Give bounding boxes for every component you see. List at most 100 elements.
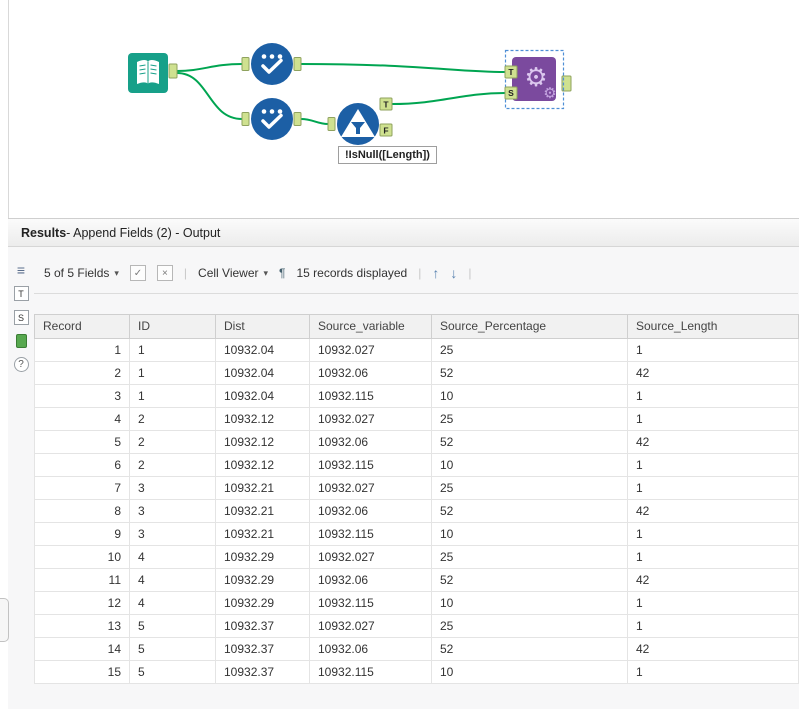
table-cell[interactable]: 10932.12 (215, 407, 310, 431)
table-cell[interactable]: 42 (627, 637, 799, 661)
connection-filter-t-to-append-s[interactable] (391, 92, 506, 105)
table-cell[interactable]: 10 (431, 453, 628, 477)
table-cell[interactable]: 10932.04 (215, 338, 310, 362)
table-cell[interactable]: 14 (34, 637, 130, 661)
table-cell[interactable]: 10 (431, 660, 628, 684)
table-cell[interactable]: 15 (34, 660, 130, 684)
table-cell[interactable]: 1 (627, 614, 799, 638)
workflow-canvas[interactable]: T F ⚙ ⚙ T S !IsNull([Length]) (0, 0, 799, 218)
table-cell[interactable]: 10932.06 (309, 499, 432, 523)
deselect-fields-icon[interactable]: × (156, 265, 173, 281)
table-cell[interactable]: 42 (627, 361, 799, 385)
table-cell[interactable]: 10932.21 (215, 476, 310, 500)
table-cell[interactable]: 1 (129, 361, 216, 385)
table-cell[interactable]: 52 (431, 637, 628, 661)
column-header-source_variable[interactable]: Source_variable (309, 314, 432, 339)
table-cell[interactable]: 2 (129, 430, 216, 454)
input-output-anchor[interactable] (168, 63, 178, 79)
table-cell[interactable]: 1 (627, 591, 799, 615)
table-cell[interactable]: 10932.21 (215, 522, 310, 546)
table-cell[interactable]: 10932.04 (215, 361, 310, 385)
table-cell[interactable]: 10932.027 (309, 545, 432, 569)
append-target-anchor[interactable] (504, 65, 518, 79)
table-cell[interactable]: 10932.027 (309, 338, 432, 362)
select1-input-anchor[interactable] (241, 57, 250, 71)
table-cell[interactable]: 25 (431, 545, 628, 569)
table-cell[interactable]: 10932.04 (215, 384, 310, 408)
table-cell[interactable]: 5 (129, 614, 216, 638)
table-cell[interactable]: 7 (34, 476, 130, 500)
input-anchor-t-button[interactable]: T (13, 286, 29, 301)
filter-input-anchor[interactable] (327, 117, 336, 131)
table-cell[interactable]: 10932.29 (215, 545, 310, 569)
table-cell[interactable]: 1 (627, 453, 799, 477)
annotation-box[interactable]: !IsNull([Length]) (338, 146, 437, 164)
table-cell[interactable]: 6 (34, 453, 130, 477)
table-cell[interactable]: 10 (34, 545, 130, 569)
table-cell[interactable]: 10932.21 (215, 499, 310, 523)
tool-append-fields[interactable]: ⚙ ⚙ T S (504, 49, 565, 110)
table-cell[interactable]: 12 (34, 591, 130, 615)
table-cell[interactable]: 5 (129, 637, 216, 661)
pilcrow-icon[interactable]: ¶ (279, 266, 286, 280)
table-cell[interactable]: 42 (627, 499, 799, 523)
table-cell[interactable]: 10932.06 (309, 637, 432, 661)
filter-true-anchor[interactable] (379, 97, 393, 111)
column-header-id[interactable]: ID (129, 314, 216, 339)
table-cell[interactable]: 10932.115 (309, 591, 432, 615)
table-cell[interactable]: 10932.12 (215, 453, 310, 477)
connection-select1-to-append-t[interactable] (300, 63, 506, 73)
table-cell[interactable]: 1 (34, 338, 130, 362)
table-cell[interactable]: 1 (627, 407, 799, 431)
table-cell[interactable]: 25 (431, 407, 628, 431)
table-cell[interactable]: 1 (627, 545, 799, 569)
select-all-fields-icon[interactable]: ✓ (129, 265, 146, 281)
column-header-source_percentage[interactable]: Source_Percentage (431, 314, 628, 339)
table-cell[interactable]: 5 (129, 660, 216, 684)
append-source-anchor[interactable] (504, 86, 518, 100)
column-header-dist[interactable]: Dist (215, 314, 310, 339)
select2-input-anchor[interactable] (241, 112, 250, 126)
table-cell[interactable]: 4 (34, 407, 130, 431)
table-cell[interactable]: 10932.29 (215, 568, 310, 592)
table-cell[interactable]: 11 (34, 568, 130, 592)
arrow-down-icon[interactable]: ↓ (450, 265, 458, 281)
column-header-source_length[interactable]: Source_Length (627, 314, 799, 339)
connection-input-to-select2[interactable] (176, 72, 243, 120)
help-icon[interactable]: ? (13, 357, 29, 372)
table-cell[interactable]: 10932.37 (215, 637, 310, 661)
table-cell[interactable]: 9 (34, 522, 130, 546)
table-cell[interactable]: 25 (431, 476, 628, 500)
tool-input-data[interactable] (128, 53, 168, 93)
table-cell[interactable]: 10932.06 (309, 568, 432, 592)
table-cell[interactable]: 52 (431, 430, 628, 454)
table-cell[interactable]: 52 (431, 361, 628, 385)
table-cell[interactable]: 10 (431, 591, 628, 615)
tool-select-2[interactable] (251, 98, 293, 140)
column-header-record[interactable]: Record (34, 314, 130, 339)
table-cell[interactable]: 10932.37 (215, 660, 310, 684)
table-cell[interactable]: 3 (34, 384, 130, 408)
table-cell[interactable]: 8 (34, 499, 130, 523)
table-cell[interactable]: 13 (34, 614, 130, 638)
table-cell[interactable]: 10932.29 (215, 591, 310, 615)
metadata-list-icon[interactable]: ≡ (16, 262, 26, 278)
collapsed-panel-tab[interactable] (0, 598, 9, 642)
table-cell[interactable]: 1 (627, 660, 799, 684)
table-cell[interactable]: 10932.115 (309, 453, 432, 477)
table-cell[interactable]: 1 (129, 338, 216, 362)
table-cell[interactable]: 10932.06 (309, 361, 432, 385)
table-cell[interactable]: 10932.027 (309, 476, 432, 500)
append-output-anchor[interactable] (561, 75, 572, 92)
cell-viewer-dropdown[interactable]: Cell Viewer ▾ (198, 266, 268, 280)
table-cell[interactable]: 2 (129, 453, 216, 477)
table-cell[interactable]: 3 (129, 499, 216, 523)
table-cell[interactable]: 10932.115 (309, 522, 432, 546)
table-cell[interactable]: 25 (431, 338, 628, 362)
table-cell[interactable]: 4 (129, 545, 216, 569)
table-cell[interactable]: 10932.12 (215, 430, 310, 454)
table-cell[interactable]: 3 (129, 476, 216, 500)
fields-dropdown[interactable]: 5 of 5 Fields ▾ (44, 266, 119, 280)
table-cell[interactable]: 1 (627, 338, 799, 362)
table-cell[interactable]: 4 (129, 591, 216, 615)
